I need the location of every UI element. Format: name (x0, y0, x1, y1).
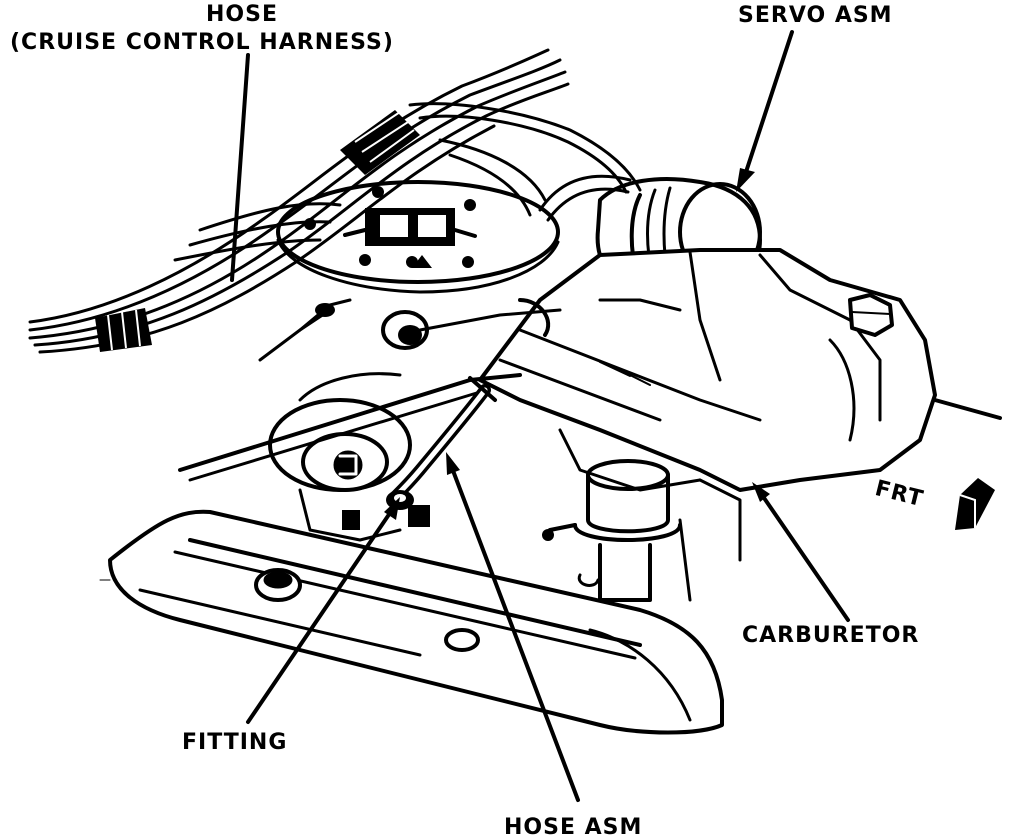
vacuum-cylinder (542, 459, 682, 602)
label-fitting: FITTING (182, 730, 288, 755)
harness-wrap-upper (340, 110, 420, 175)
leader-carburetor (752, 482, 850, 622)
leader-hose-asm (446, 452, 580, 802)
air-cleaner-plate (276, 180, 560, 294)
label-hose-subtitle: (CRUISE CONTROL HARNESS) (10, 30, 394, 55)
front-arrow-icon (955, 478, 995, 530)
fitting (342, 490, 430, 530)
label-carburetor: CARBURETOR (742, 623, 920, 648)
label-hose-asm: HOSE ASM (504, 815, 643, 840)
harness-wrap-lower (95, 308, 152, 352)
carburetor-body (478, 248, 1002, 602)
vacuum-hose (390, 376, 497, 502)
label-hose: HOSE (206, 2, 278, 27)
leader-fitting (246, 497, 400, 724)
valve-cover (99, 509, 724, 735)
cable-bracket (298, 298, 562, 350)
throttle-linkage (178, 308, 522, 542)
label-servo-asm: SERVO ASM (738, 3, 893, 28)
leader-servo (736, 30, 794, 192)
leader-hose (230, 53, 250, 282)
